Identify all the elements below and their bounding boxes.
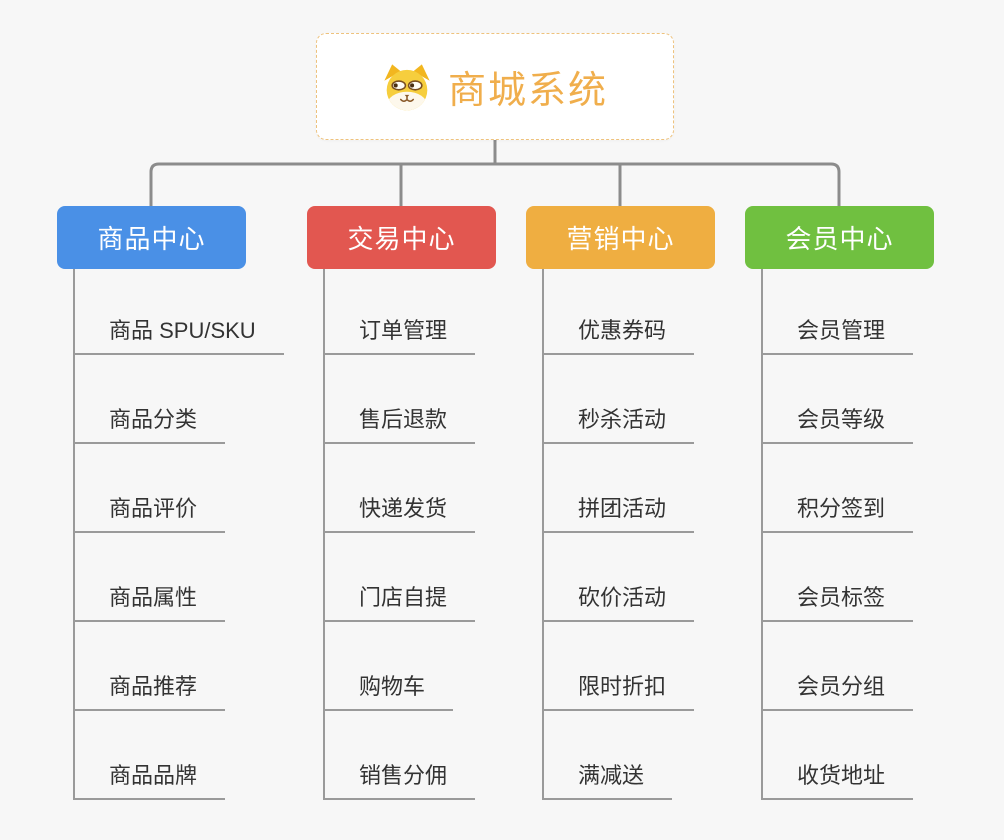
branch-header-marketing-center[interactable]: 营销中心: [526, 206, 715, 269]
leaf-node[interactable]: 满减送: [544, 711, 673, 800]
leaf-node[interactable]: 售后退款: [325, 355, 476, 444]
branch-header-member-center[interactable]: 会员中心: [745, 206, 934, 269]
leaf-node[interactable]: 商品属性: [75, 533, 226, 622]
branch-list-member-center: 会员管理 会员等级 积分签到 会员标签 会员分组 收货地址: [761, 269, 914, 800]
leaf-node[interactable]: 砍价活动: [544, 533, 695, 622]
root-node-label: 商城系统: [447, 70, 608, 112]
leaf-node[interactable]: 会员等级: [763, 355, 914, 444]
leaf-node[interactable]: 优惠券码: [544, 269, 695, 355]
leaf-node[interactable]: 会员分组: [763, 622, 914, 711]
leaf-node[interactable]: 商品品牌: [75, 711, 226, 800]
leaf-node[interactable]: 会员管理: [763, 269, 914, 355]
leaf-node[interactable]: 积分签到: [763, 444, 914, 533]
leaf-node[interactable]: 会员标签: [763, 533, 914, 622]
leaf-node[interactable]: 拼团活动: [544, 444, 695, 533]
dog-face-icon: [384, 63, 430, 110]
branch-marketing-center: 营销中心 优惠券码 秒杀活动 拼团活动 砍价活动 限时折扣 满减送: [526, 206, 766, 800]
branch-header-product-center[interactable]: 商品中心: [57, 206, 246, 269]
leaf-node[interactable]: 商品评价: [75, 444, 226, 533]
leaf-node[interactable]: 快递发货: [325, 444, 476, 533]
leaf-node[interactable]: 限时折扣: [544, 622, 695, 711]
leaf-node[interactable]: 门店自提: [325, 533, 476, 622]
branch-trade-center: 交易中心 订单管理 售后退款 快递发货 门店自提 购物车 销售分佣: [307, 206, 547, 800]
branch-list-product-center: 商品 SPU/SKU 商品分类 商品评价 商品属性 商品推荐 商品品牌: [73, 269, 284, 800]
leaf-node[interactable]: 购物车: [325, 622, 454, 711]
leaf-node[interactable]: 秒杀活动: [544, 355, 695, 444]
leaf-node[interactable]: 订单管理: [325, 269, 476, 355]
leaf-node[interactable]: 商品推荐: [75, 622, 226, 711]
root-node[interactable]: 商城系统: [316, 33, 674, 140]
branch-member-center: 会员中心 会员管理 会员等级 积分签到 会员标签 会员分组 收货地址: [745, 206, 985, 800]
branch-list-trade-center: 订单管理 售后退款 快递发货 门店自提 购物车 销售分佣: [323, 269, 476, 800]
branch-list-marketing-center: 优惠券码 秒杀活动 拼团活动 砍价活动 限时折扣 满减送: [542, 269, 695, 800]
leaf-node[interactable]: 商品 SPU/SKU: [75, 269, 284, 355]
leaf-node[interactable]: 商品分类: [75, 355, 226, 444]
branch-header-trade-center[interactable]: 交易中心: [307, 206, 496, 269]
leaf-node[interactable]: 销售分佣: [325, 711, 476, 800]
branch-product-center: 商品中心 商品 SPU/SKU 商品分类 商品评价 商品属性 商品推荐 商品品牌: [57, 206, 297, 800]
leaf-node[interactable]: 收货地址: [763, 711, 914, 800]
